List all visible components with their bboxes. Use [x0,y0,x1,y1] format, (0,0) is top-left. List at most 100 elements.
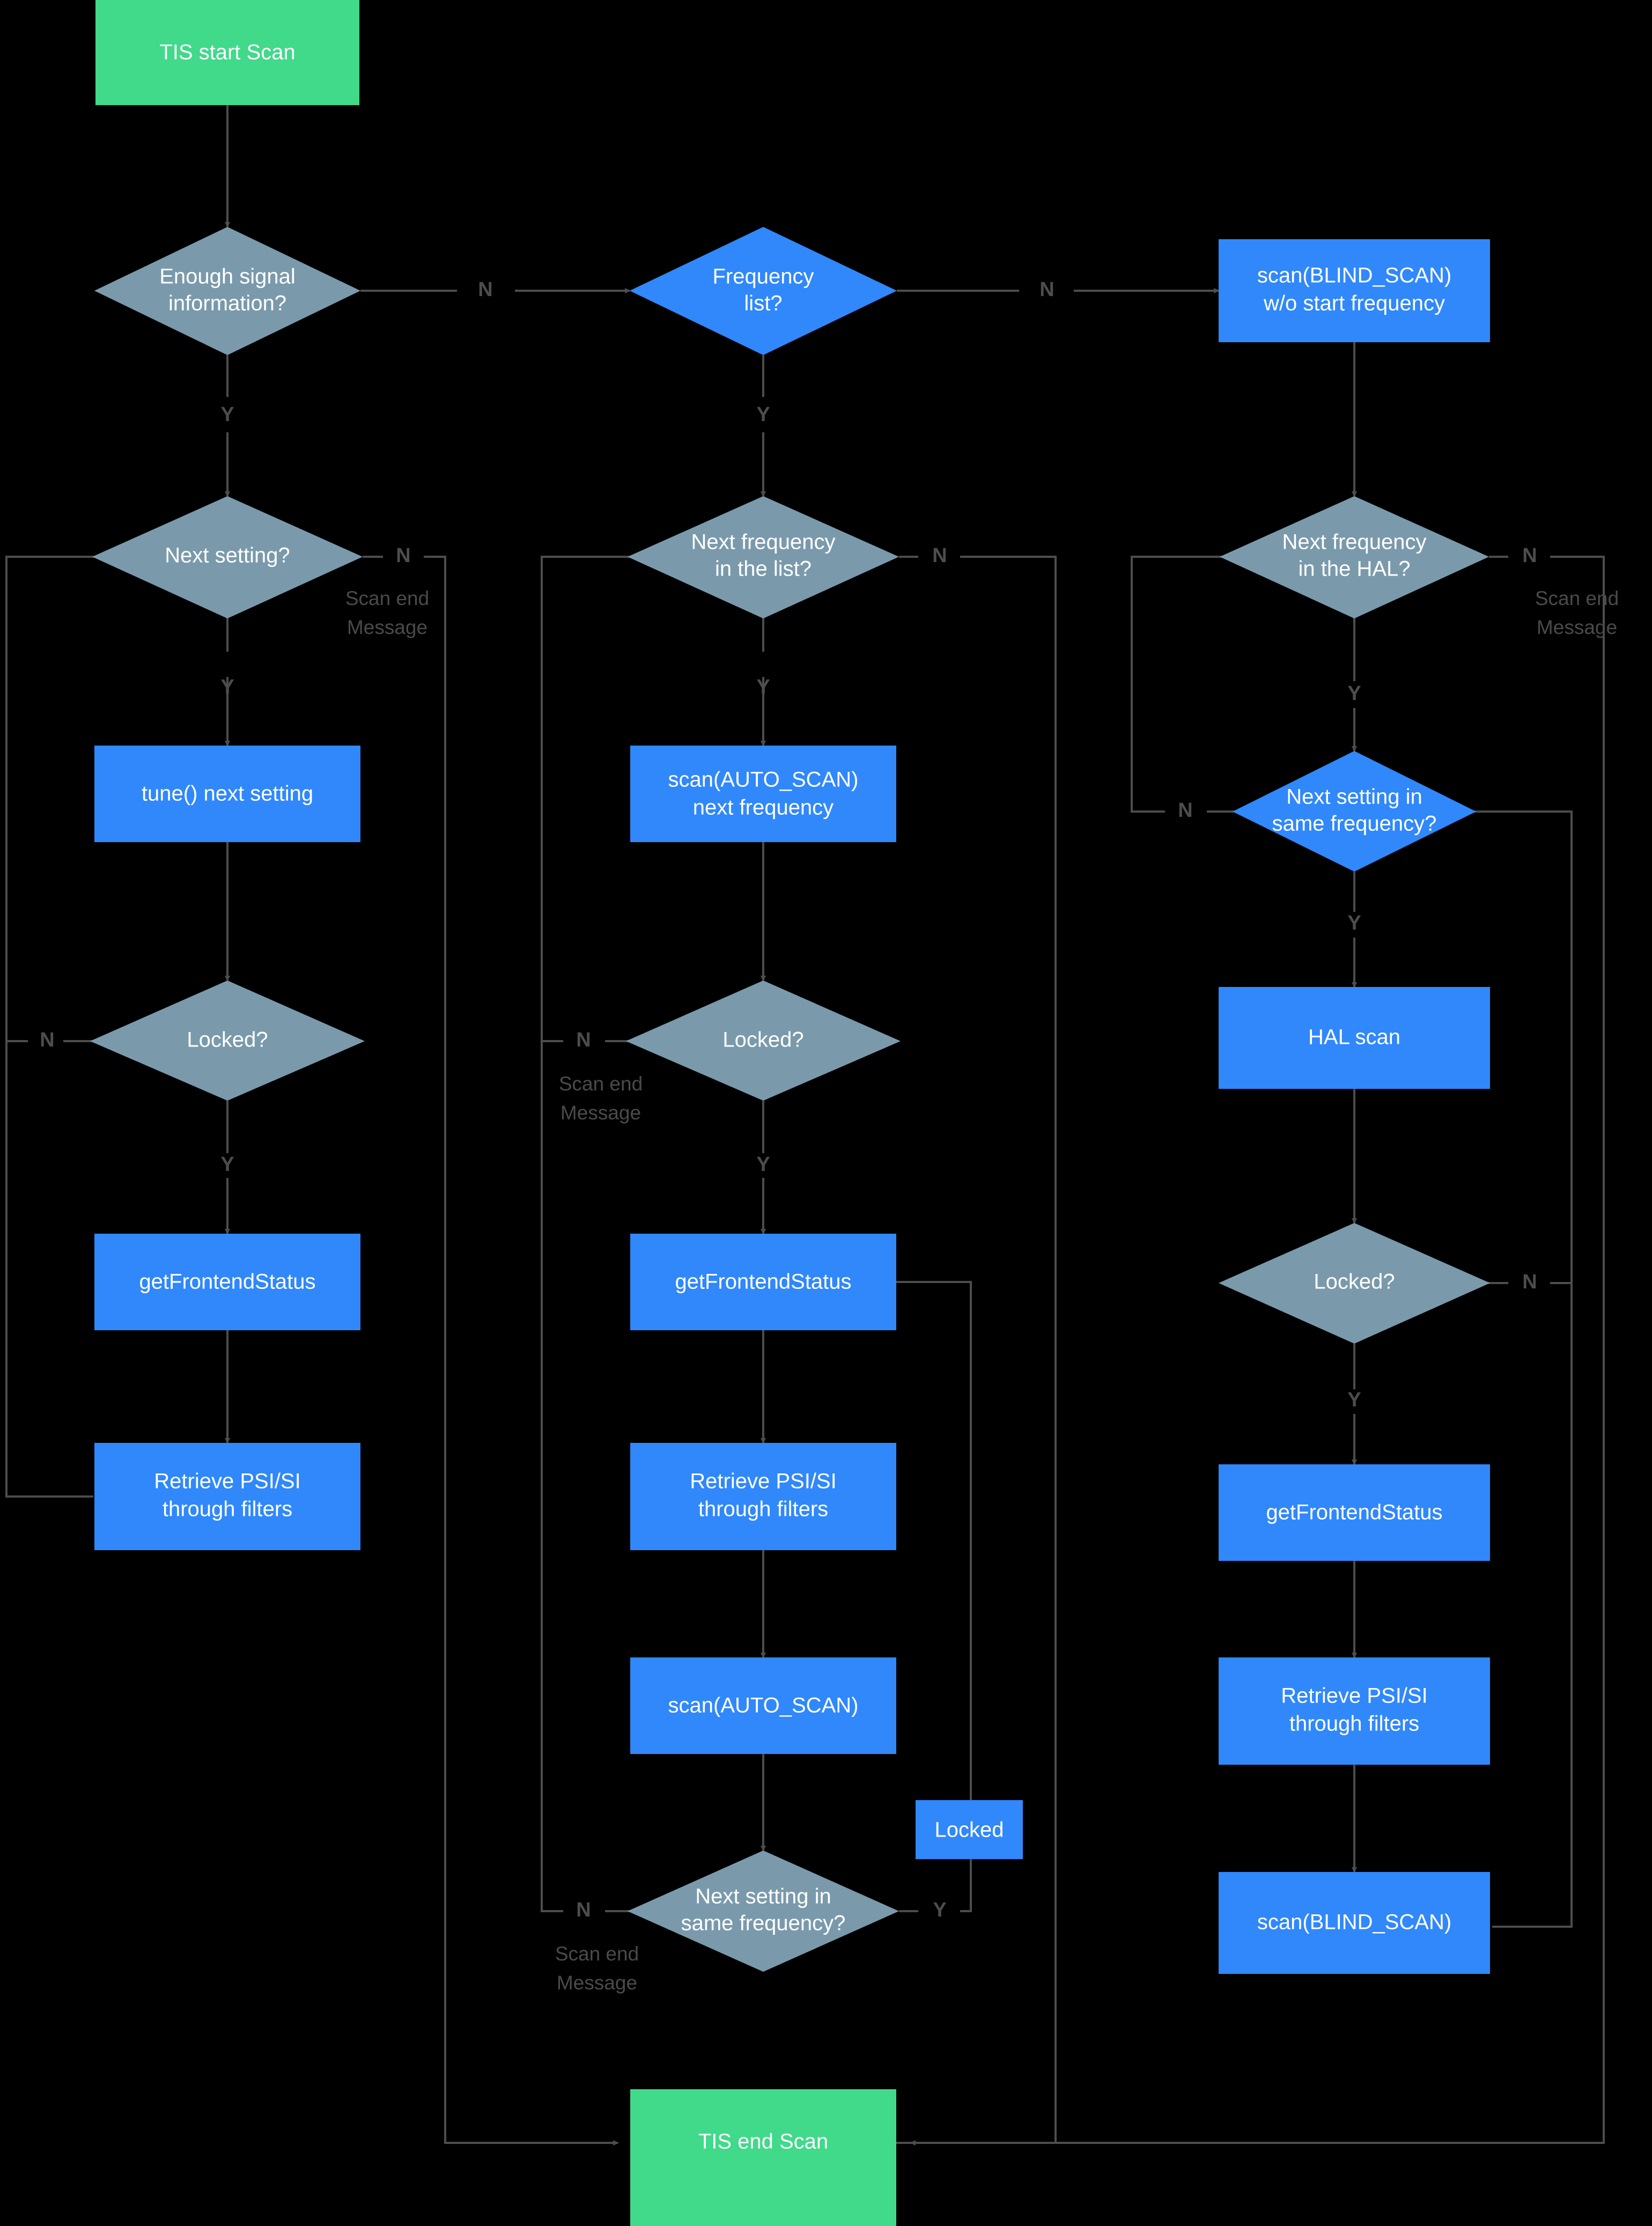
node-scan-auto-scan[interactable]: scan(AUTO_SCAN) [630,1657,896,1754]
node-label-line1: Frequency [713,265,814,289]
node-shape-rect [1219,987,1490,1089]
node-label: scan(BLIND_SCAN) [1257,1911,1451,1934]
edge-label-y: Y [756,1153,770,1176]
edge-label-y: Y [220,403,234,426]
edge-nextsetting-n-b [424,556,619,2146]
node-get-frontend-status-left[interactable]: getFrontendStatus [94,1234,360,1330]
node-label: TIS end Scan [698,2130,828,2154]
note-line1: Scan end [559,1073,643,1095]
edge-lockedr-n-b [1492,1282,1573,1928]
edges-layer [5,104,1605,2146]
node-scan-auto-next-frequency[interactable]: scan(AUTO_SCAN) next frequency [630,746,896,842]
node-retrieve-psi-si-left[interactable]: Retrieve PSI/SI through filters [94,1443,360,1550]
note-line1: Scan end [555,1943,639,1965]
node-label-line1: Next frequency [691,530,835,554]
edge-label-n: N [478,278,492,301]
node-label: TIS start Scan [159,41,295,64]
edge-label-y: Y [220,676,234,698]
node-locked-middle[interactable]: Locked? [626,981,901,1101]
edge-label-n: N [1522,544,1537,567]
node-blind-scan-wo-start[interactable]: scan(BLIND_SCAN) w/o start frequency [1219,239,1490,342]
edge-label-y: Y [1347,912,1361,934]
node-label-line2: in the list? [715,557,812,581]
node-next-setting-same-frequency-right[interactable]: Next setting in same frequency? [1233,751,1476,872]
note-line1: Scan end [1535,587,1619,609]
node-frequency-list[interactable]: Frequency list? [630,227,897,355]
node-locked-right[interactable]: Locked? [1219,1223,1490,1344]
node-shape-rect [630,1657,896,1754]
node-label-line2: next frequency [693,796,834,820]
edge-label-n: N [1039,278,1054,301]
node-next-frequency-hal[interactable]: Next frequency in the HAL? [1220,496,1489,618]
node-label-line2: through filters [163,1498,292,1521]
edge-label-y: Y [1347,682,1361,705]
node-label: HAL scan [1308,1026,1400,1049]
edge-label-n: N [932,544,947,567]
node-locked-tag[interactable]: Locked [916,1800,1023,1859]
node-shape-diamond [626,981,901,1101]
node-shape-rect [1219,1464,1490,1561]
edge-label-n: N [1522,1271,1537,1293]
node-label-line1: Retrieve PSI/SI [690,1470,836,1493]
edge-label-n: N [1178,799,1192,822]
node-label: scan(AUTO_SCAN) [668,1694,859,1718]
node-shape-diamond [630,227,897,355]
note-scan-end-message-middle-locked: Scan end Message [559,1073,643,1124]
nodes-layer: TIS start Scan Enough signal information… [90,0,1490,2226]
edge-label-y: Y [1347,1389,1361,1411]
node-shape-rect [630,746,896,842]
node-tis-start[interactable]: TIS start Scan [95,0,359,105]
node-label-line2: through filters [1289,1712,1419,1736]
node-label: Locked [935,1818,1004,1842]
edge-labels-layer: N Y N Y N Y N Y N Y N Y N Y N Y N Y N Y [40,278,1537,1921]
edge-label-n: N [396,544,410,567]
edge-nfhal-n-b [910,556,1605,2146]
edge-blindscan-loopback [1415,809,1573,1928]
node-tune-next-setting[interactable]: tune() next setting [94,746,360,842]
node-next-frequency-list[interactable]: Next frequency in the list? [628,496,899,618]
node-label: Locked? [187,1028,268,1052]
node-get-frontend-status-middle[interactable]: getFrontendStatus [630,1234,896,1330]
note-scan-end-message-middle-bottom: Scan end Message [555,1943,639,1994]
edge-label-n: N [40,1029,54,1051]
node-label-line1: Next setting in [1286,785,1422,809]
node-label-line1: scan(BLIND_SCAN) [1257,264,1451,288]
node-retrieve-psi-si-right[interactable]: Retrieve PSI/SI through filters [1219,1657,1490,1765]
note-line2: Message [557,1972,637,1994]
node-label-line2: through filters [698,1498,828,1521]
note-scan-end-message-right: Scan end Message [1535,587,1619,638]
note-line1: Scan end [345,587,429,609]
node-tis-end[interactable]: TIS end Scan [630,2089,896,2226]
node-shape-rect [630,2089,896,2226]
node-label: Next setting? [165,544,290,567]
node-next-setting-same-frequency-middle[interactable]: Next setting in same frequency? [628,1851,899,1972]
node-next-setting[interactable]: Next setting? [92,496,363,618]
edge-label-y: Y [756,676,770,698]
node-shape-diamond [1219,1223,1490,1344]
note-line2: Message [1537,616,1617,638]
node-label-line2: w/o start frequency [1263,292,1445,315]
node-label-line2: same frequency? [1272,812,1437,836]
node-get-frontend-status-right[interactable]: getFrontendStatus [1219,1464,1490,1561]
node-blind-scan[interactable]: scan(BLIND_SCAN) [1219,1872,1490,1974]
node-label: getFrontendStatus [139,1270,315,1294]
node-label-line1: Retrieve PSI/SI [1281,1684,1427,1708]
node-shape-diamond [94,227,360,355]
node-label-line2: information? [168,292,286,315]
node-retrieve-psi-si-middle[interactable]: Retrieve PSI/SI through filters [630,1443,896,1550]
node-shape-diamond [628,1851,899,1972]
node-enough-signal[interactable]: Enough signal information? [94,227,360,355]
node-hal-scan[interactable]: HAL scan [1219,987,1490,1089]
node-shape-rect [94,1443,360,1550]
node-label-line1: Retrieve PSI/SI [154,1470,300,1493]
node-locked-left[interactable]: Locked? [90,981,365,1101]
node-shape-rect [916,1800,1023,1859]
node-label-line1: Next setting in [695,1885,831,1908]
node-shape-rect [95,0,359,105]
node-label-line2: in the HAL? [1298,557,1410,581]
node-shape-rect [630,1443,896,1550]
node-shape-rect [94,1234,360,1330]
node-shape-diamond [628,496,899,618]
node-label-line1: Next frequency [1282,530,1426,554]
